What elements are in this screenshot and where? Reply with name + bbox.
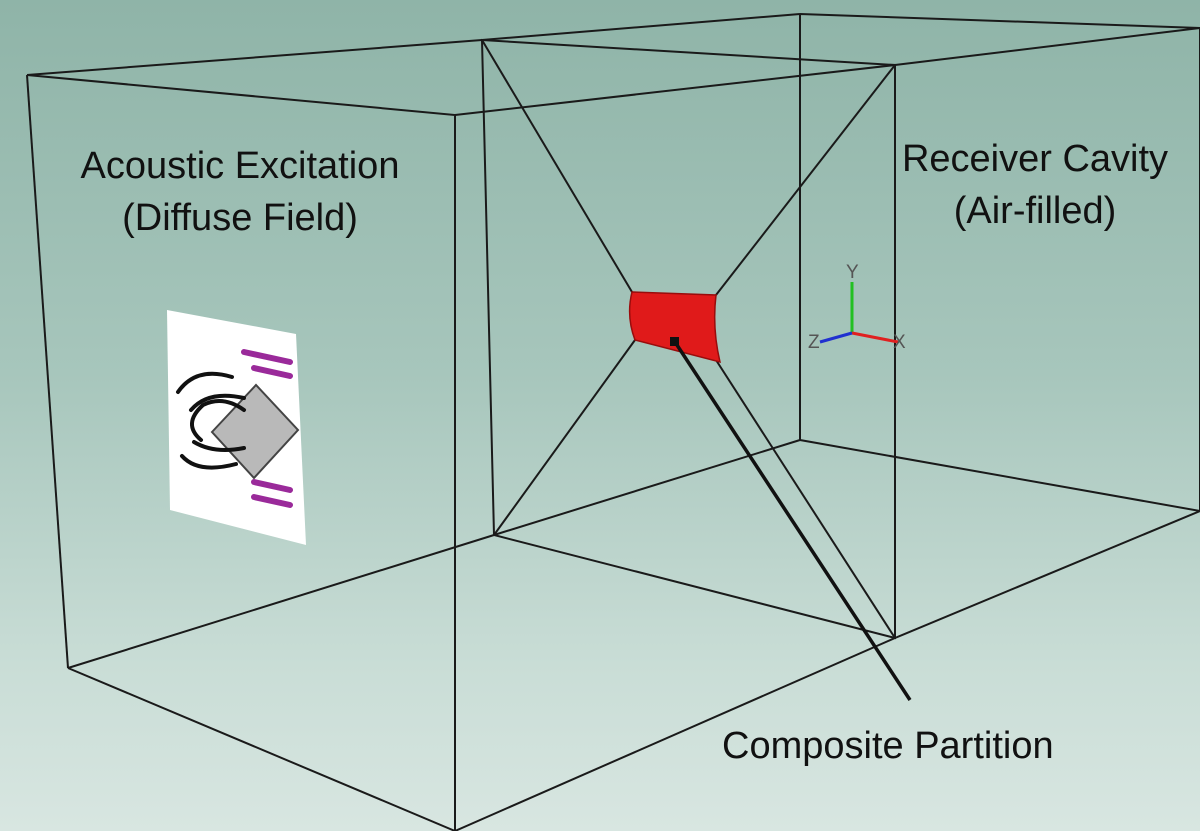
source-floor-edge	[67, 534, 495, 669]
frame-diagonal-bl	[493, 339, 636, 536]
partition-label: Composite Partition	[722, 725, 1054, 767]
source-label-line1: Acoustic Excitation	[80, 145, 400, 187]
source-icon-waves	[176, 371, 246, 470]
receiver-back-face	[799, 13, 1200, 513]
receiver-label-line1: Receiver Cavity	[901, 138, 1169, 180]
source-left-edge	[26, 74, 69, 669]
receiver-cavity-label: Receiver Cavity (Air-filled)	[870, 133, 1200, 237]
source-label-line2: (Diffuse Field)	[122, 197, 358, 239]
source-icon-bars	[241, 349, 293, 508]
frame-diagonal-tl	[481, 39, 633, 293]
diffuse-field-source-icon	[167, 310, 306, 545]
partition-panel-red	[628, 291, 722, 364]
partition-marker	[670, 337, 679, 346]
coordinate-triad-icon	[819, 282, 899, 344]
receiver-floor-edge	[493, 439, 801, 536]
receiver-label-line2: (Air-filled)	[953, 190, 1117, 232]
receiver-top-edge	[481, 13, 801, 41]
source-bottom-edge	[67, 667, 456, 831]
axis-y-label: Y	[846, 262, 859, 283]
source-top-back-edge	[454, 64, 896, 116]
frame-diagonal-tr	[715, 64, 896, 296]
source-top-edge	[26, 39, 483, 76]
axis-z-label: Z	[808, 332, 820, 353]
partition-leader-line	[673, 341, 912, 701]
source-floor-back-edge	[454, 637, 896, 831]
axis-x-line	[851, 331, 899, 344]
receiver-floor-front-edge	[894, 510, 1200, 639]
composite-partition-panel	[628, 291, 722, 364]
frame-diagonal-br	[715, 359, 896, 639]
source-cavity-box	[26, 39, 896, 831]
source-cavity-label: Acoustic Excitation (Diffuse Field)	[40, 140, 440, 244]
receiver-top-front-edge	[894, 27, 1200, 66]
receiver-cavity-box	[481, 13, 1200, 639]
axis-x-label: X	[893, 332, 906, 353]
source-icon-plate	[210, 383, 300, 480]
partition-frame	[480, 38, 896, 640]
axis-z-line	[819, 331, 853, 344]
